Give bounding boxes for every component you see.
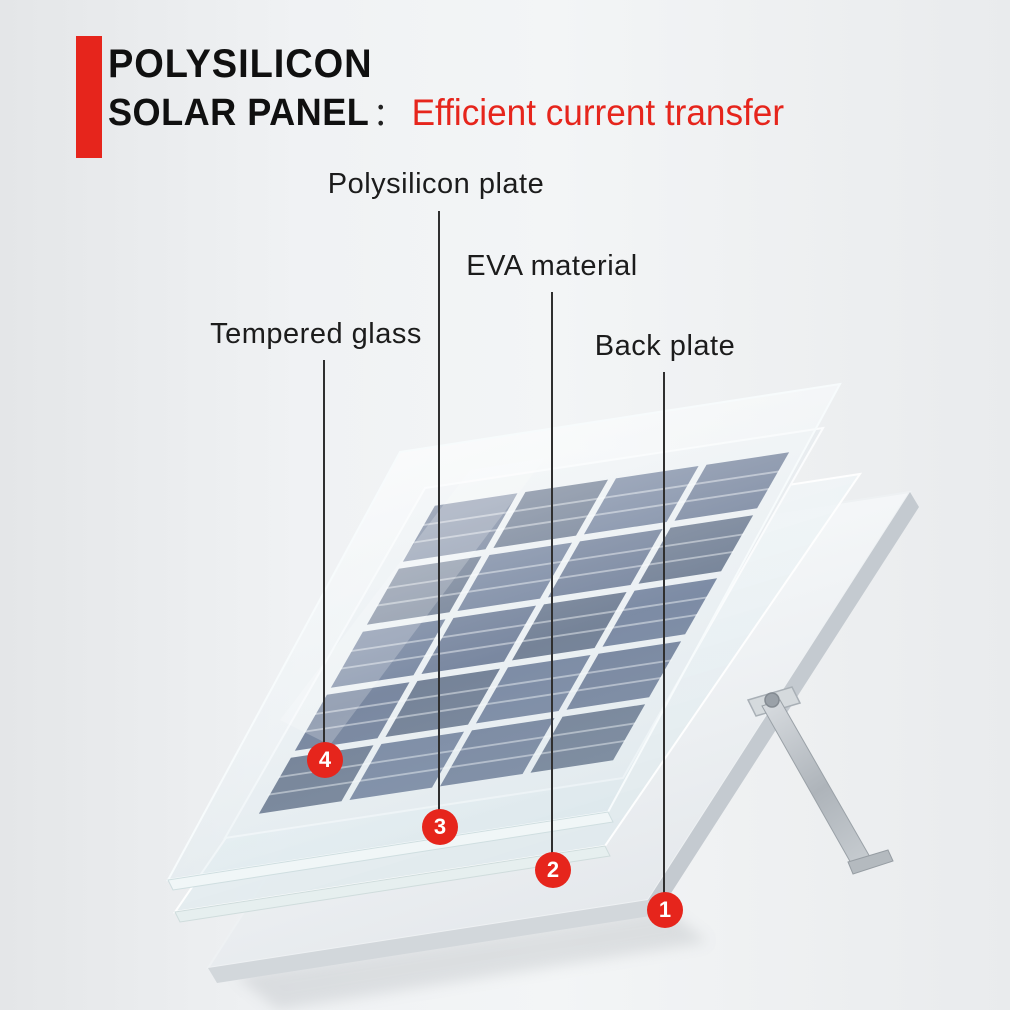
stand-hinge-pin [764, 692, 780, 708]
leader-line-back-plate [663, 372, 665, 894]
panel-shadow [235, 908, 708, 1010]
callout-number-2: 2 [535, 852, 571, 888]
page-title: POLYSILICON SOLAR PANEL ： Efficient curr… [108, 40, 784, 139]
title-separator: ： [373, 96, 404, 132]
leader-line-polysilicon-plate [438, 211, 440, 811]
label-tempered-glass: Tempered glass [210, 318, 422, 350]
glass-glare [280, 458, 545, 745]
glass-edge [167, 811, 614, 891]
title-line1: POLYSILICON [108, 42, 373, 86]
stand-foot [847, 849, 894, 875]
callout-number-1: 1 [647, 892, 683, 928]
title-accent-bar [76, 36, 102, 158]
callout-number-4: 4 [307, 742, 343, 778]
title-subtitle: Efficient current transfer [411, 92, 785, 133]
title-line2-text: SOLAR PANEL [108, 92, 370, 134]
stand-leg [761, 699, 875, 873]
title-line2: SOLAR PANEL ： Efficient current transfer [108, 88, 784, 139]
leader-line-tempered-glass [323, 360, 325, 744]
label-polysilicon-plate: Polysilicon plate [327, 168, 545, 200]
label-eva-material: EVA material [466, 250, 638, 282]
callout-number-3: 3 [422, 809, 458, 845]
label-back-plate: Back plate [594, 330, 736, 362]
leader-line-eva-material [551, 292, 553, 854]
eva-sheet-edge [174, 845, 611, 923]
kick-stand [746, 686, 894, 875]
frame-bottom-edge [208, 900, 657, 983]
